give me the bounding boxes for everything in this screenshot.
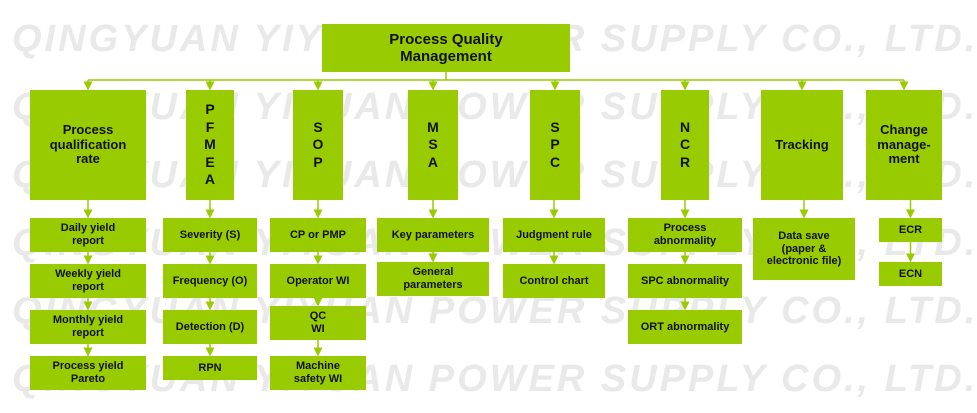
item-box: ECN (879, 262, 942, 286)
item-box: RPN (163, 356, 257, 380)
category-box: S O P (293, 90, 343, 200)
item-box: Frequency (O) (163, 264, 257, 298)
item-box: CP or PMP (270, 218, 366, 252)
item-box: QC WI (270, 306, 366, 340)
item-box: General parameters (377, 262, 489, 296)
item-box: Operator WI (270, 264, 366, 298)
category-box: P F M E A (186, 90, 234, 200)
category-box: Change manage- ment (866, 90, 942, 200)
category-box: Tracking (761, 90, 843, 200)
item-box: Detection (D) (163, 310, 257, 344)
item-box: Weekly yield report (30, 264, 146, 298)
root-process-quality-management: Process Quality Management (322, 24, 570, 72)
category-box: N C R (661, 90, 709, 200)
item-box: ECR (879, 218, 942, 242)
item-box: Severity (S) (163, 218, 257, 252)
item-box: ORT abnormality (628, 310, 742, 344)
item-box: Daily yield report (30, 218, 146, 252)
item-box: Monthly yield report (30, 310, 146, 344)
item-box: Process yield Pareto (30, 356, 146, 390)
item-box: Machine safety WI (270, 356, 366, 390)
category-box: Process qualification rate (30, 90, 146, 200)
category-box: M S A (408, 90, 458, 200)
category-box: S P C (530, 90, 580, 200)
item-box: Key parameters (377, 218, 489, 252)
item-box: Data save (paper & electronic file) (753, 218, 855, 280)
item-box: Judgment rule (503, 218, 605, 252)
item-box: Process abnormality (628, 218, 742, 252)
item-box: Control chart (503, 264, 605, 298)
item-box: SPC abnormality (628, 264, 742, 298)
